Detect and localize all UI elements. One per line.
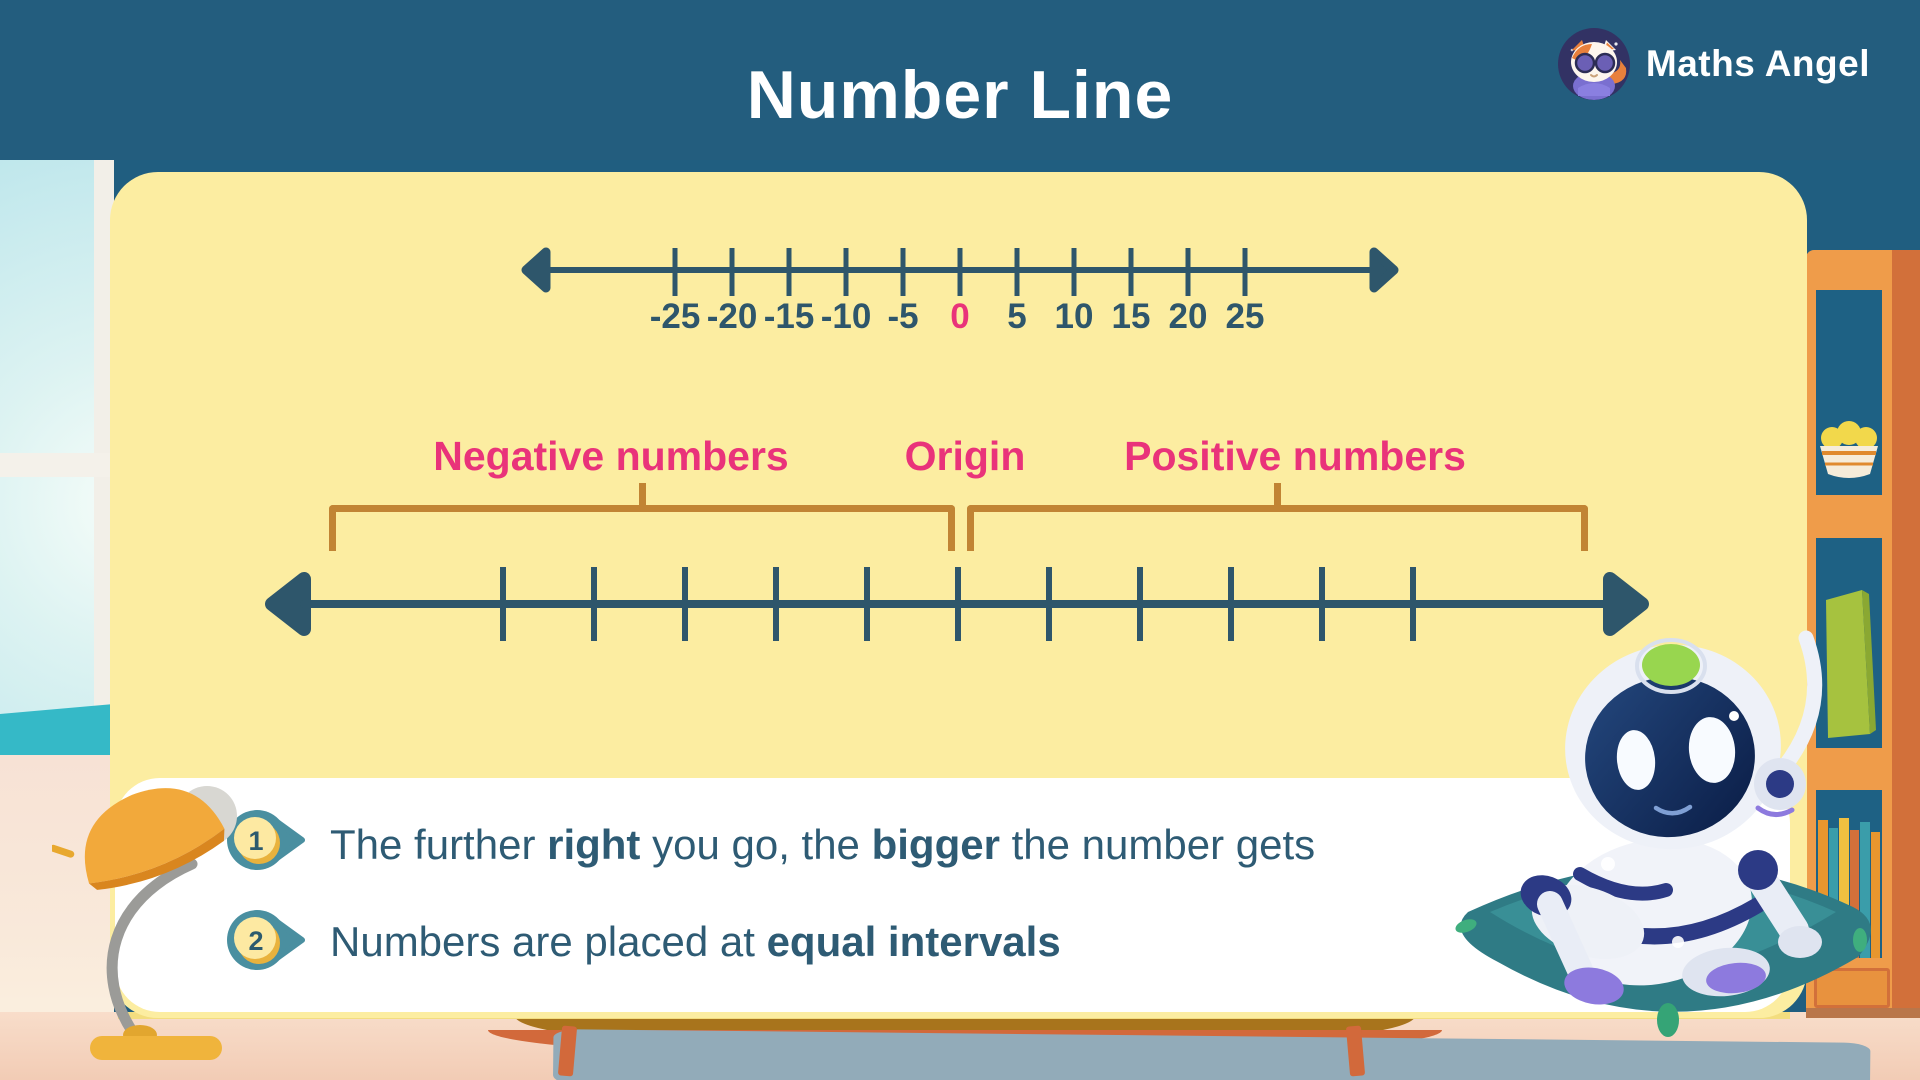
note-2-text: Numbers are placed at equal intervals (330, 917, 1061, 967)
bookshelf-shadow (1806, 1008, 1920, 1018)
negative-bracket-stem (639, 483, 646, 508)
robot-mascot (1455, 630, 1871, 1037)
tick-marks (500, 567, 1416, 641)
note-emphasis: equal intervals (766, 918, 1061, 965)
arrow-right-icon (1603, 572, 1649, 636)
tick-label: -20 (707, 297, 758, 335)
shelf-opening (1816, 290, 1882, 495)
brand-name: Maths Angel (1645, 43, 1870, 84)
note-1-number: 1 (248, 826, 263, 856)
label-negative-numbers: Negative numbers (433, 433, 789, 479)
shelf-opening (1816, 538, 1882, 748)
header: Number Line (0, 0, 1920, 160)
label-origin: Origin (904, 433, 1026, 479)
tick-label-origin: 0 (950, 297, 969, 335)
note-1-text: The further right you go, the bigger the… (330, 820, 1315, 870)
robot-forehead-light (1642, 644, 1700, 686)
tick-label: 20 (1169, 297, 1208, 335)
page-title: Number Line (746, 57, 1174, 133)
tick-label: -15 (764, 297, 815, 335)
note-emphasis: bigger (871, 821, 1000, 868)
tick-label: -25 (650, 297, 701, 335)
fruit-bowl-icon (1820, 421, 1878, 478)
tick-label: 15 (1112, 297, 1151, 335)
green-folder-icon (1826, 590, 1876, 738)
note-run: you go, the (640, 821, 872, 868)
lamp-icon (52, 786, 237, 1060)
negative-bracket (329, 505, 955, 551)
tick-label: 10 (1055, 297, 1094, 335)
tick-label: -5 (887, 297, 918, 335)
books-icon (1818, 818, 1880, 958)
brand: Maths Angel (1557, 28, 1870, 100)
note-emphasis: right (547, 821, 641, 868)
positive-bracket-stem (1274, 483, 1281, 508)
robot-arm (1772, 630, 1823, 780)
plain-number-line (265, 567, 1649, 641)
note-run: Numbers are placed at (330, 918, 767, 965)
tick-marks (672, 248, 1248, 296)
note-1-marker: 1 (227, 810, 305, 870)
robot-eye (1688, 717, 1736, 783)
note-run: the number gets (999, 821, 1316, 868)
arrow-right-icon (1369, 247, 1399, 293)
tick-label: 5 (1007, 297, 1026, 335)
shelf-drawer (1814, 968, 1890, 1008)
positive-bracket (967, 505, 1588, 551)
label-positive-numbers: Positive numbers (1124, 433, 1466, 479)
maths-angel-logo-icon (1557, 28, 1630, 100)
note-2-number: 2 (248, 926, 263, 956)
window-mullion (0, 453, 114, 477)
tick-label: 25 (1226, 297, 1265, 335)
note-run: The further (330, 821, 548, 868)
note-2-marker: 2 (227, 910, 305, 970)
arrow-left-icon (265, 572, 311, 636)
tick-label: -10 (821, 297, 872, 335)
robot-eye (1616, 730, 1656, 790)
robot-visor (1585, 676, 1755, 838)
